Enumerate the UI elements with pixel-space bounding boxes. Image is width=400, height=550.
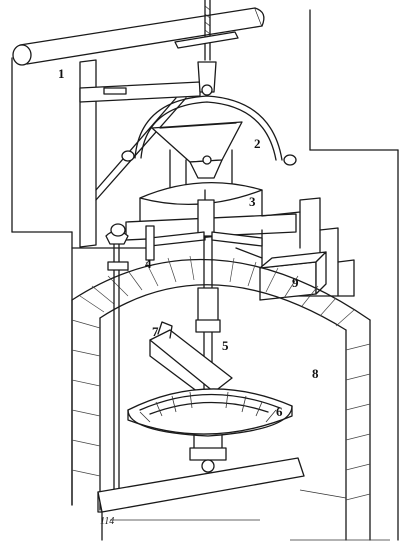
label-4: 4 (145, 256, 152, 271)
label-8: 8 (312, 366, 319, 381)
label-7: 7 (152, 324, 159, 339)
lifting-screw (174, 0, 239, 96)
paddle-arms (145, 225, 263, 261)
label-2: 2 (254, 136, 261, 151)
adjusting-arc (121, 95, 297, 166)
label-1: 1 (58, 66, 65, 81)
millstones (125, 181, 297, 241)
label-6: 6 (276, 404, 283, 419)
floor (101, 489, 390, 541)
signature: 114 (100, 516, 114, 527)
hopper (151, 121, 243, 193)
stone-vault (71, 255, 371, 541)
base-beam (97, 457, 305, 513)
label-3: 3 (249, 194, 256, 209)
gauge-rod (105, 223, 129, 493)
water-wheel (127, 388, 293, 437)
top-beam (12, 7, 265, 66)
gallows-post (79, 59, 201, 248)
label-9: 9 (292, 275, 299, 290)
label-5: 5 (222, 338, 229, 353)
